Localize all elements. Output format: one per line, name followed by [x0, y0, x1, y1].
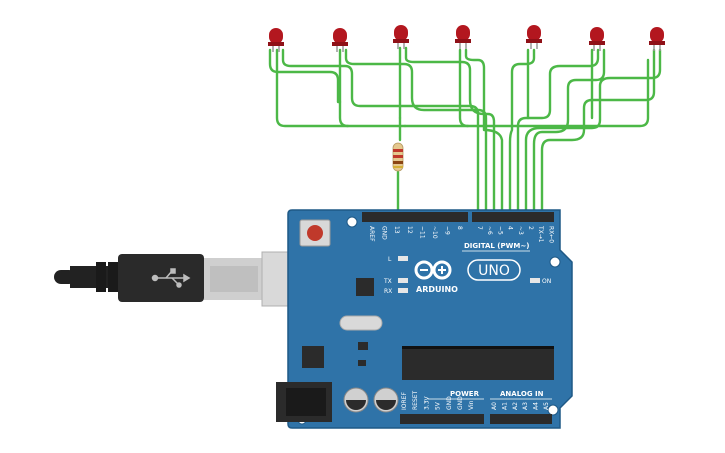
power-pin-label: IOREF [401, 392, 408, 410]
led1-anode-wire[interactable] [268, 48, 342, 104]
crystal [339, 315, 383, 331]
led-5[interactable] [526, 25, 542, 49]
analog-pin-label: A0 [491, 402, 498, 410]
digital-pin-label: ~6 [486, 226, 493, 235]
led1-signal-wire[interactable] [281, 48, 480, 216]
led-4[interactable] [455, 25, 471, 49]
digital-pin-label: ~3 [517, 226, 524, 235]
led-7[interactable] [649, 27, 665, 51]
led-6[interactable] [589, 27, 605, 51]
power-pin-labels: IOREF RESET 3.3V 5V GND GND Vin [401, 390, 475, 410]
power-pin-label: Vin [468, 400, 475, 410]
digital-pin-label: ~11 [418, 226, 425, 239]
rx-label: RX [384, 288, 392, 295]
regulator [302, 346, 324, 368]
power-header [400, 414, 484, 424]
digital-pin-label: 12 [406, 226, 413, 234]
led3-signal-wire[interactable] [404, 46, 496, 216]
usb-cable[interactable] [54, 251, 303, 307]
usb-chip [356, 278, 374, 296]
power-pin-label: 5V [435, 401, 442, 410]
digital-pin-label: ~9 [444, 226, 451, 235]
led-1[interactable] [268, 28, 284, 52]
model-badge: UNO [467, 259, 521, 281]
led2-cathode-wire[interactable] [338, 48, 350, 128]
model-label: UNO [478, 263, 510, 279]
led7b-signal-wire[interactable] [540, 48, 656, 216]
usb-symbol-icon [151, 268, 191, 288]
digital-pin-label: 7 [476, 226, 483, 230]
capacitors [343, 387, 399, 413]
power-label: POWER [450, 390, 480, 398]
led-2[interactable] [332, 28, 348, 52]
leds [268, 25, 665, 52]
led5-signal-wire[interactable] [508, 48, 536, 216]
led-3[interactable] [393, 25, 409, 49]
led4-cathode-wire[interactable] [458, 48, 470, 128]
analog-pin-label: A2 [512, 402, 519, 410]
led-l-label: L [388, 256, 392, 263]
analog-pin-label: A3 [522, 402, 529, 410]
led6b-signal-wire[interactable] [532, 48, 606, 216]
power-pin-label: GND [446, 396, 453, 410]
digital-pin-label: 13 [393, 226, 400, 234]
ground-bus-right-wire[interactable] [403, 58, 650, 128]
led6-signal-wire[interactable] [516, 48, 600, 216]
power-pin-label: GND [457, 396, 464, 410]
arduino-infinity-logo-icon [414, 260, 452, 280]
digital-pin-label: RX←0 [547, 226, 554, 243]
analog-label: ANALOG IN [500, 390, 544, 398]
led7-signal-wire[interactable] [524, 48, 662, 216]
resistor[interactable] [392, 142, 404, 172]
digital-pin-label: TX→1 [537, 225, 544, 243]
onboard-leds: L TX RX ON [383, 256, 551, 295]
wires [268, 46, 662, 216]
on-label: ON [542, 278, 551, 285]
digital-pin-label: ~5 [496, 226, 503, 235]
digital-pin-label: 8 [456, 226, 463, 230]
analog-pin-label: A4 [533, 402, 540, 410]
power-pin-label: 3.3V [423, 395, 430, 410]
analog-pin-label: A5 [543, 402, 550, 410]
digital-label: DIGITAL (PWM~) [464, 242, 529, 250]
digital-pin-label: 4 [507, 226, 514, 230]
digital-pin-label: GND [381, 226, 388, 240]
reset-button[interactable] [299, 219, 331, 247]
power-pin-label: RESET [412, 390, 419, 410]
digital-header [362, 212, 554, 222]
brand-label: ARDUINO [416, 285, 458, 294]
digital-pin-label: AREF [368, 226, 375, 242]
led4-signal-wire[interactable] [464, 48, 504, 216]
tx-label: TX [383, 278, 392, 285]
digital-pin-label: 2 [527, 226, 534, 230]
analog-pin-label: A1 [501, 402, 508, 410]
atmega-chip [402, 346, 554, 380]
digital-pin-label: ~10 [431, 226, 438, 239]
ground-bus-wire[interactable] [275, 48, 407, 128]
led2-signal-wire[interactable] [344, 48, 488, 216]
analog-header [490, 414, 552, 424]
